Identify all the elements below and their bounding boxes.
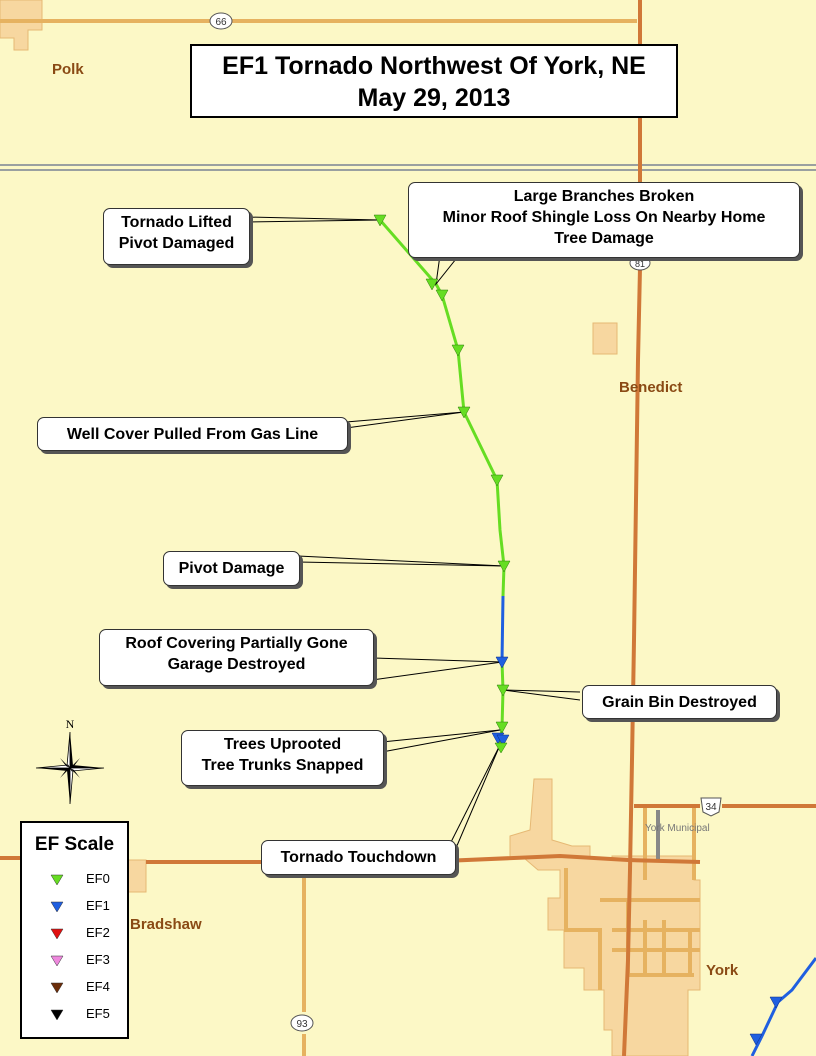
- svg-text:34: 34: [705, 802, 717, 813]
- callout-leaders: [245, 216, 581, 849]
- callout-line: Pivot Damage: [178, 560, 285, 577]
- callout-line: Tornado Lifted: [121, 214, 232, 231]
- triangle-marker-icon: [50, 982, 64, 994]
- callout-touchdown: Tornado Touchdown: [261, 840, 456, 875]
- track-ef1-segment: [500, 595, 505, 663]
- callout-line: Minor Roof Shingle Loss On Nearby Home: [442, 209, 766, 226]
- hwy93-shield: 93: [290, 1014, 314, 1032]
- ef-scale-legend: EF Scale EF0 EF1 EF2 EF3 EF4 EF5: [20, 821, 129, 1039]
- legend-label: EF3: [86, 952, 110, 967]
- triangle-marker-icon: [50, 928, 64, 940]
- callout-line: Trees Uprooted: [223, 736, 342, 753]
- marker-ef0: [425, 278, 439, 291]
- callout-tornado-lifted: Tornado Lifted Pivot Damaged: [103, 208, 250, 265]
- marker-ef1: [495, 656, 509, 669]
- north-label: N: [66, 718, 75, 731]
- marker-ef0: [496, 684, 510, 697]
- svg-text:93: 93: [296, 1019, 308, 1030]
- callout-line: Tornado Touchdown: [280, 849, 437, 866]
- place-label-york-municipal: York Municipal: [645, 823, 710, 834]
- callout-large-branches: Large Branches Broken Minor Roof Shingle…: [408, 182, 800, 258]
- legend-label: EF1: [86, 898, 110, 913]
- callout-line: Large Branches Broken: [513, 188, 695, 205]
- callout-line: Well Cover Pulled From Gas Line: [66, 426, 319, 443]
- marker-ef0: [451, 344, 465, 357]
- legend-label: EF5: [86, 1006, 110, 1021]
- secondary-roads: [0, 19, 700, 1056]
- damage-markers: [373, 214, 783, 1046]
- hwy34-shield: 34: [700, 797, 722, 817]
- callout-line: Pivot Damaged: [118, 235, 235, 252]
- place-label-bradshaw: Bradshaw: [130, 916, 202, 933]
- hwy81-shield: 81: [629, 255, 651, 271]
- airport-runway: [656, 810, 660, 860]
- callout-roof-covering: Roof Covering Partially Gone Garage Dest…: [99, 629, 374, 686]
- triangle-marker-icon: [50, 1009, 64, 1021]
- place-label-polk: Polk: [52, 61, 84, 78]
- marker-ef0: [494, 742, 508, 754]
- triangle-marker-icon: [50, 955, 64, 967]
- callout-pivot-damage: Pivot Damage: [163, 551, 300, 586]
- callout-trees-uprooted: Trees Uprooted Tree Trunks Snapped: [181, 730, 384, 786]
- bradshaw-town-area: [127, 859, 147, 893]
- marker-ef1: [749, 1033, 763, 1046]
- place-label-benedict: Benedict: [619, 379, 683, 396]
- legend-title: EF Scale: [34, 834, 115, 855]
- legend-label: EF2: [86, 925, 110, 940]
- callout-line: Tree Trunks Snapped: [201, 757, 364, 774]
- marker-ef0: [497, 560, 511, 573]
- hwy66-shield: 66: [209, 12, 233, 30]
- title-line-2: May 29, 2013: [357, 84, 511, 112]
- north-arrow-icon: N: [35, 718, 105, 805]
- callout-grain-bin: Grain Bin Destroyed: [582, 685, 777, 719]
- legend-label: EF4: [86, 979, 110, 994]
- benedict-town-area: [592, 322, 618, 355]
- callout-line: Grain Bin Destroyed: [602, 694, 757, 711]
- triangle-marker-icon: [50, 874, 64, 886]
- svg-text:81: 81: [635, 259, 645, 269]
- svg-text:66: 66: [215, 17, 227, 28]
- map-title: EF1 Tornado Northwest Of York, NE May 29…: [190, 44, 678, 118]
- title-line-1: EF1 Tornado Northwest Of York, NE: [222, 52, 646, 80]
- marker-ef1: [769, 996, 783, 1009]
- marker-ef0: [435, 289, 449, 302]
- marker-ef0: [490, 474, 504, 487]
- triangle-marker-icon: [50, 901, 64, 913]
- callout-line: Garage Destroyed: [167, 656, 306, 673]
- callout-line: Tree Damage: [554, 230, 654, 247]
- callout-line: Roof Covering Partially Gone: [125, 635, 348, 652]
- marker-ef1: [496, 734, 510, 747]
- polk-town-area: [0, 0, 43, 51]
- legend-label: EF0: [86, 871, 110, 886]
- callout-well-cover: Well Cover Pulled From Gas Line: [37, 417, 348, 451]
- place-label-york: York: [706, 962, 739, 979]
- marker-ef0: [373, 214, 387, 227]
- marker-ef0: [457, 406, 471, 419]
- marker-ef0: [495, 721, 509, 734]
